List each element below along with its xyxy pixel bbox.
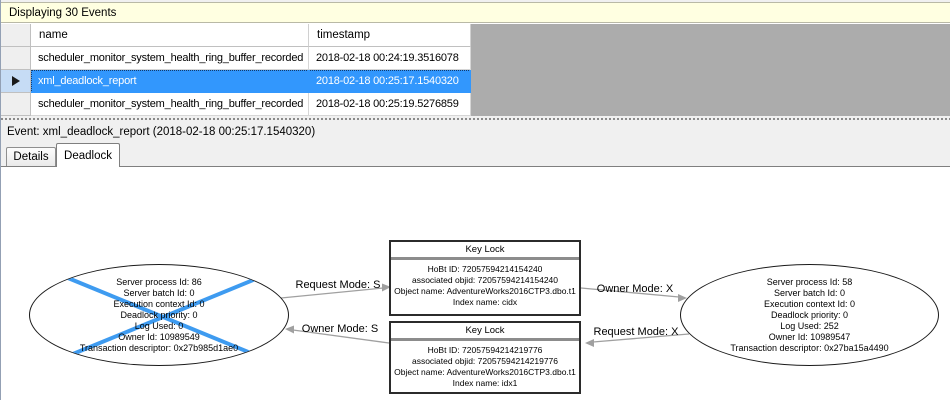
cell-timestamp[interactable]: 2018-02-18 00:24:19.3516078 — [309, 47, 471, 70]
edge-label-request-s: Request Mode: S — [295, 279, 381, 291]
arrowhead-icon — [285, 325, 294, 334]
cell-timestamp[interactable]: 2018-02-18 00:25:19.5276859 — [309, 93, 471, 116]
event-label: Event: xml_deadlock_report (2018-02-18 0… — [7, 126, 316, 138]
row-header-cell-current[interactable] — [1, 70, 31, 93]
edge-owner-x — [580, 287, 680, 298]
event-bar: Event: xml_deadlock_report (2018-02-18 0… — [1, 122, 950, 142]
splitter-dots — [1, 118, 950, 120]
table-row-selected[interactable]: xml_deadlock_report 2018-02-18 00:25:17.… — [31, 70, 471, 93]
victim-cross-icon — [67, 276, 259, 358]
node-line: Owner Id: 10989547 — [768, 332, 851, 342]
tab-deadlock-label: Deadlock — [64, 149, 112, 162]
node-line: Server process Id: 86 — [116, 277, 202, 287]
tab-details[interactable]: Details — [6, 147, 56, 166]
info-bar-label: Displaying 30 Events — [9, 6, 117, 19]
process-node-text: Server process Id: 86 Server batch Id: 0… — [30, 277, 288, 354]
node-line: Execution context Id: 0 — [763, 299, 856, 309]
node-line: Index name: cidx — [452, 297, 518, 307]
splitter-handle[interactable] — [1, 116, 950, 122]
edge-request-s — [280, 287, 384, 299]
node-line: associated objid: 72057594214154240 — [411, 275, 559, 285]
process-node-victim[interactable]: Server process Id: 86 Server batch Id: 0… — [29, 264, 289, 366]
node-line: Deadlock priority: 0 — [120, 310, 198, 320]
cell-name[interactable]: scheduler_monitor_system_health_ring_buf… — [31, 93, 309, 116]
table-row[interactable]: scheduler_monitor_system_health_ring_buf… — [31, 47, 471, 70]
lock-node-top[interactable]: Key Lock HoBt ID: 72057594214154240 asso… — [389, 240, 581, 316]
column-header-timestamp-label: timestamp — [317, 29, 371, 41]
edge-label-owner-s: Owner Mode: S — [301, 323, 379, 335]
lock-node-bottom[interactable]: Key Lock HoBt ID: 72057594214219776 asso… — [389, 321, 581, 394]
row-header-cell[interactable] — [1, 47, 31, 70]
cell-name[interactable]: xml_deadlock_report — [31, 70, 309, 93]
node-line: Object name: AdventureWorks2016CTP3.dbo.… — [394, 367, 576, 377]
node-line: Index name: idx1 — [452, 378, 518, 388]
edge-owner-s — [292, 329, 390, 344]
deadlock-graph-pane: Server process Id: 86 Server batch Id: 0… — [1, 166, 950, 400]
cell-timestamp[interactable]: 2018-02-18 00:25:17.1540320 — [309, 70, 471, 93]
row-header-stub — [1, 24, 31, 47]
graph-edges-layer — [280, 283, 690, 347]
node-line: Log Used: 0 — [134, 321, 184, 331]
edge-label-owner-x: Owner Mode: X — [596, 283, 674, 295]
process-node-other[interactable]: Server process Id: 58 Server batch Id: 0… — [680, 264, 939, 366]
events-table: name timestamp scheduler_monitor_system_… — [1, 24, 950, 116]
node-line: Object name: AdventureWorks2016CTP3.dbo.… — [394, 286, 576, 296]
tab-strip: Details Deadlock — [1, 142, 950, 167]
info-bar: Displaying 30 Events — [1, 2, 950, 23]
node-line: HoBt ID: 72057594214154240 — [427, 264, 543, 274]
edge-label-request-x: Request Mode: X — [593, 326, 679, 338]
lock-title: Key Lock — [391, 242, 579, 260]
lock-node-text: HoBt ID: 72057594214219776 associated ob… — [391, 341, 579, 389]
column-header-name-label: name — [39, 29, 68, 41]
tab-deadlock[interactable]: Deadlock — [56, 143, 120, 167]
column-header-timestamp[interactable]: timestamp — [309, 24, 471, 47]
node-line: Server process Id: 58 — [766, 277, 853, 287]
edge-request-x — [592, 333, 690, 343]
current-row-icon — [11, 76, 20, 86]
lock-node-text: HoBt ID: 72057594214154240 associated ob… — [391, 260, 579, 308]
node-line: Server batch Id: 0 — [123, 288, 195, 298]
cell-name[interactable]: scheduler_monitor_system_health_ring_buf… — [31, 47, 309, 70]
node-line: Transaction descriptor: 0x27ba15a4490 — [730, 343, 889, 353]
node-line: Deadlock priority: 0 — [770, 310, 849, 320]
arrowhead-icon — [382, 283, 391, 292]
node-line: associated objid: 72057594214219776 — [411, 356, 559, 366]
node-line: Log Used: 252 — [780, 321, 839, 331]
tab-details-label: Details — [13, 151, 49, 163]
process-node-text: Server process Id: 58 Server batch Id: 0… — [681, 277, 938, 354]
node-line: Execution context Id: 0 — [113, 299, 205, 309]
table-row[interactable]: scheduler_monitor_system_health_ring_buf… — [31, 93, 471, 116]
arrowhead-icon — [678, 294, 687, 302]
arrowhead-icon — [585, 339, 594, 347]
window-top-edge — [1, 0, 950, 2]
lock-title: Key Lock — [391, 323, 579, 341]
node-line: Server batch Id: 0 — [773, 288, 846, 298]
node-line: Transaction descriptor: 0x27b985d1ae0 — [79, 343, 239, 353]
row-header-cell[interactable] — [1, 93, 31, 116]
node-line: HoBt ID: 72057594214219776 — [427, 345, 543, 355]
column-header-name[interactable]: name — [31, 24, 309, 47]
node-line: Owner Id: 10989549 — [118, 332, 200, 342]
